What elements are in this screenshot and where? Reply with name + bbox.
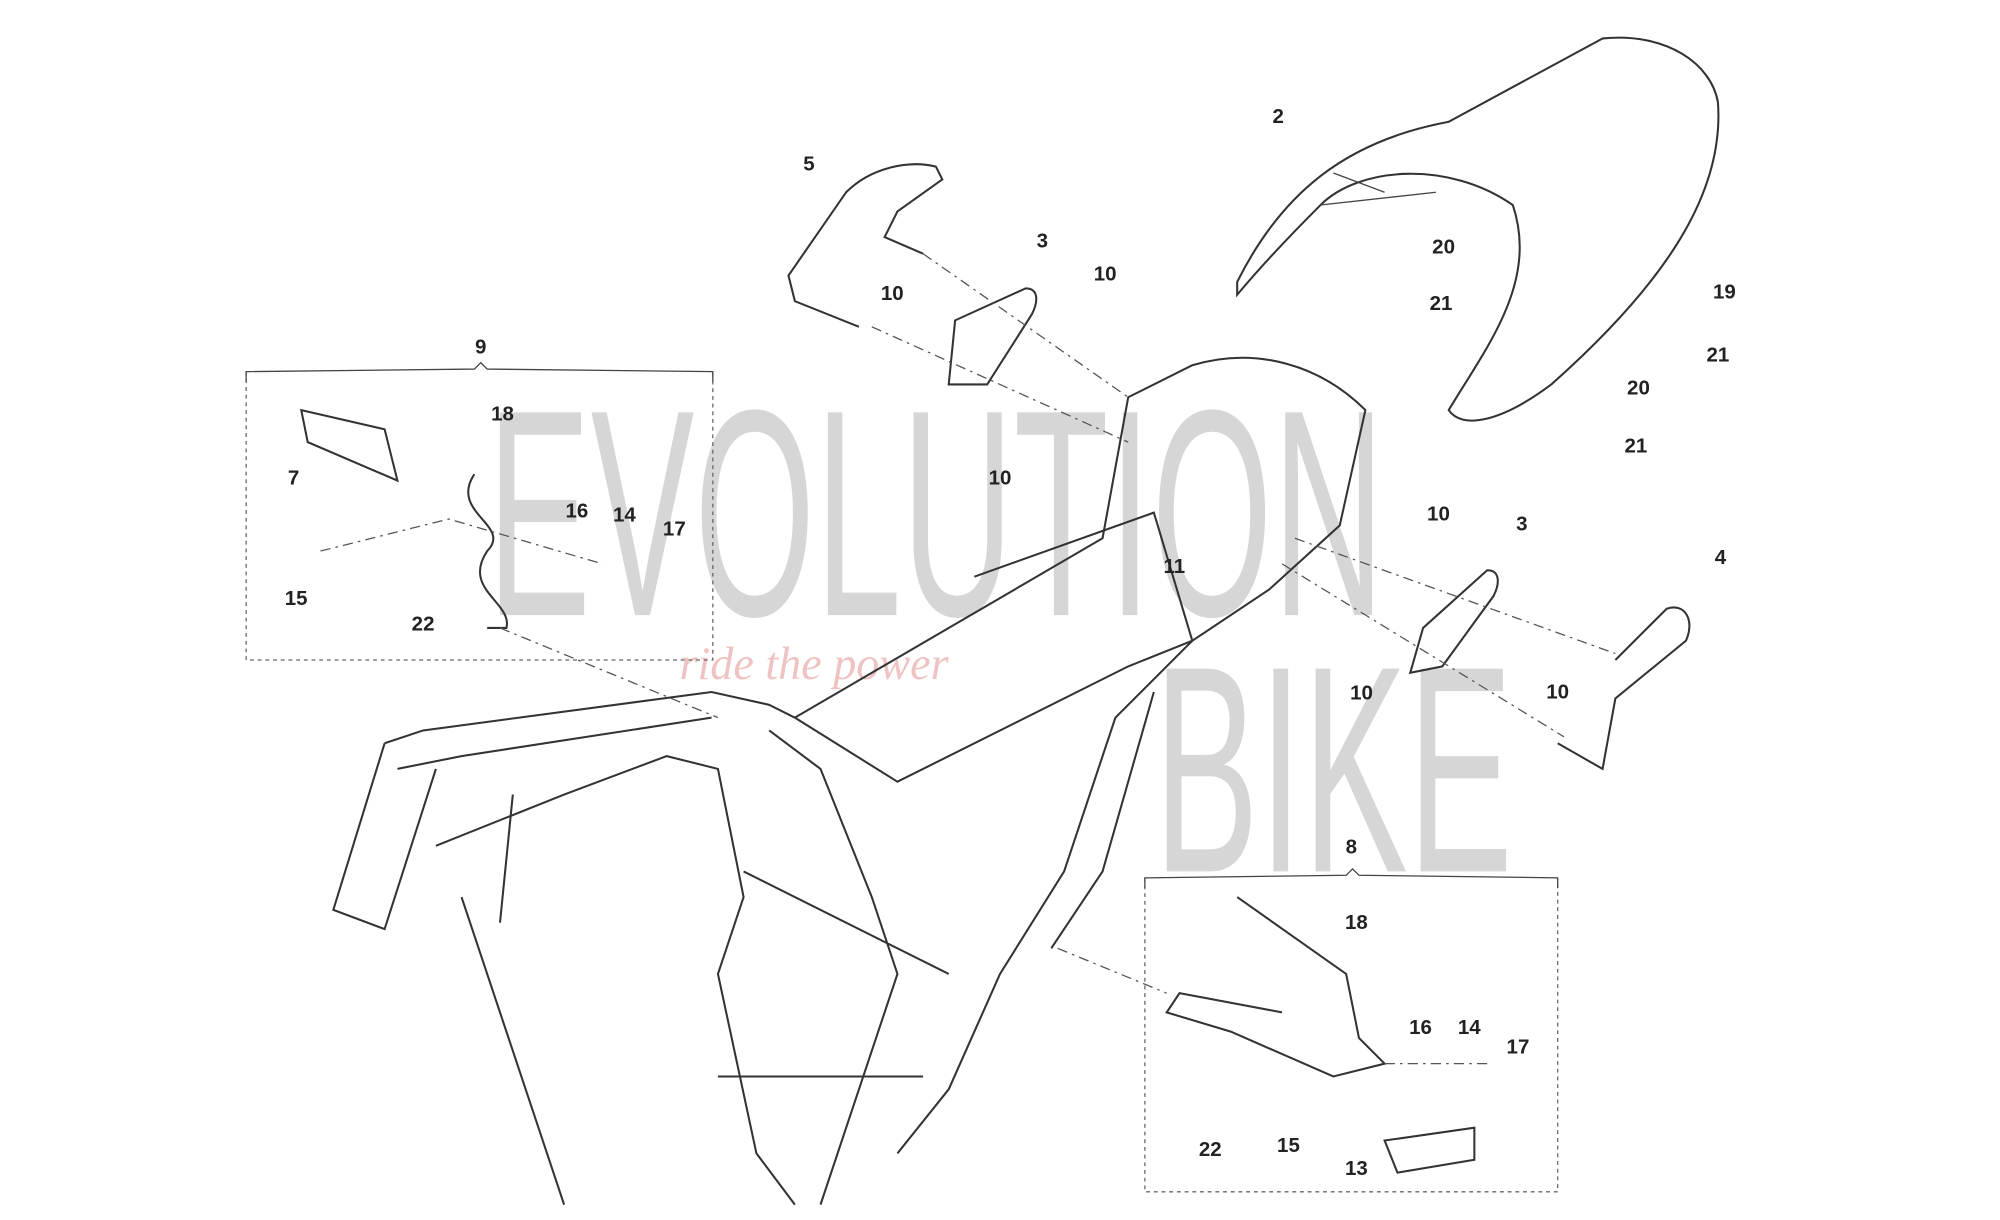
assembly-line-right bbox=[1281, 537, 1616, 738]
callout-21: 21 bbox=[1624, 434, 1647, 457]
callouts: 2 5 3 10 10 20 21 19 21 20 21 9 18 7 16 … bbox=[285, 105, 1736, 1180]
callout-21: 21 bbox=[1430, 292, 1453, 315]
callout-13: 13 bbox=[1345, 1157, 1368, 1180]
callout-10: 10 bbox=[1094, 263, 1117, 286]
bracket-part-3-left bbox=[947, 287, 1038, 386]
callout-3: 3 bbox=[1516, 513, 1527, 536]
assembly-line-left bbox=[871, 253, 1129, 443]
callout-17: 17 bbox=[663, 518, 686, 541]
callout-10: 10 bbox=[1427, 502, 1450, 525]
callout-20: 20 bbox=[1627, 377, 1650, 400]
callout-15: 15 bbox=[1277, 1134, 1300, 1157]
callout-10: 10 bbox=[1546, 680, 1569, 703]
watermark: EVOLUTION BIKE ride the power bbox=[487, 349, 1513, 934]
callout-21: 21 bbox=[1707, 343, 1730, 366]
watermark-tagline: ride the power bbox=[679, 638, 949, 689]
callout-10: 10 bbox=[881, 282, 904, 305]
watermark-evolution: EVOLUTION bbox=[487, 349, 1384, 678]
callout-10: 10 bbox=[989, 466, 1012, 489]
watermark-bike: BIKE bbox=[1154, 605, 1513, 934]
callout-5: 5 bbox=[803, 152, 814, 175]
footpeg-kit-9 bbox=[245, 361, 719, 719]
seat-part-2 bbox=[1236, 36, 1720, 422]
callout-7: 7 bbox=[288, 466, 299, 489]
callout-16: 16 bbox=[566, 500, 589, 523]
callout-20: 20 bbox=[1432, 236, 1455, 259]
footpeg-kit-8 bbox=[1057, 867, 1559, 1193]
callout-2: 2 bbox=[1273, 105, 1284, 128]
callout-9: 9 bbox=[475, 336, 486, 359]
callout-15: 15 bbox=[285, 587, 308, 610]
callout-14: 14 bbox=[613, 504, 636, 527]
callout-22: 22 bbox=[1199, 1138, 1222, 1161]
callout-22: 22 bbox=[412, 613, 435, 636]
callout-4: 4 bbox=[1715, 546, 1727, 569]
callout-8: 8 bbox=[1346, 835, 1357, 858]
callout-18: 18 bbox=[1345, 911, 1368, 934]
bracket-part-3-right bbox=[1408, 569, 1499, 675]
callout-10: 10 bbox=[1350, 682, 1373, 705]
callout-14: 14 bbox=[1458, 1016, 1481, 1039]
callout-17: 17 bbox=[1507, 1035, 1530, 1058]
grab-rail-part-5 bbox=[787, 163, 944, 328]
callout-11: 11 bbox=[1164, 555, 1186, 578]
frame bbox=[332, 356, 1367, 1206]
callout-16: 16 bbox=[1409, 1016, 1432, 1039]
callout-3: 3 bbox=[1037, 229, 1048, 252]
callout-19: 19 bbox=[1713, 281, 1736, 304]
grab-rail-part-4 bbox=[1557, 606, 1691, 771]
callout-18: 18 bbox=[491, 402, 514, 425]
